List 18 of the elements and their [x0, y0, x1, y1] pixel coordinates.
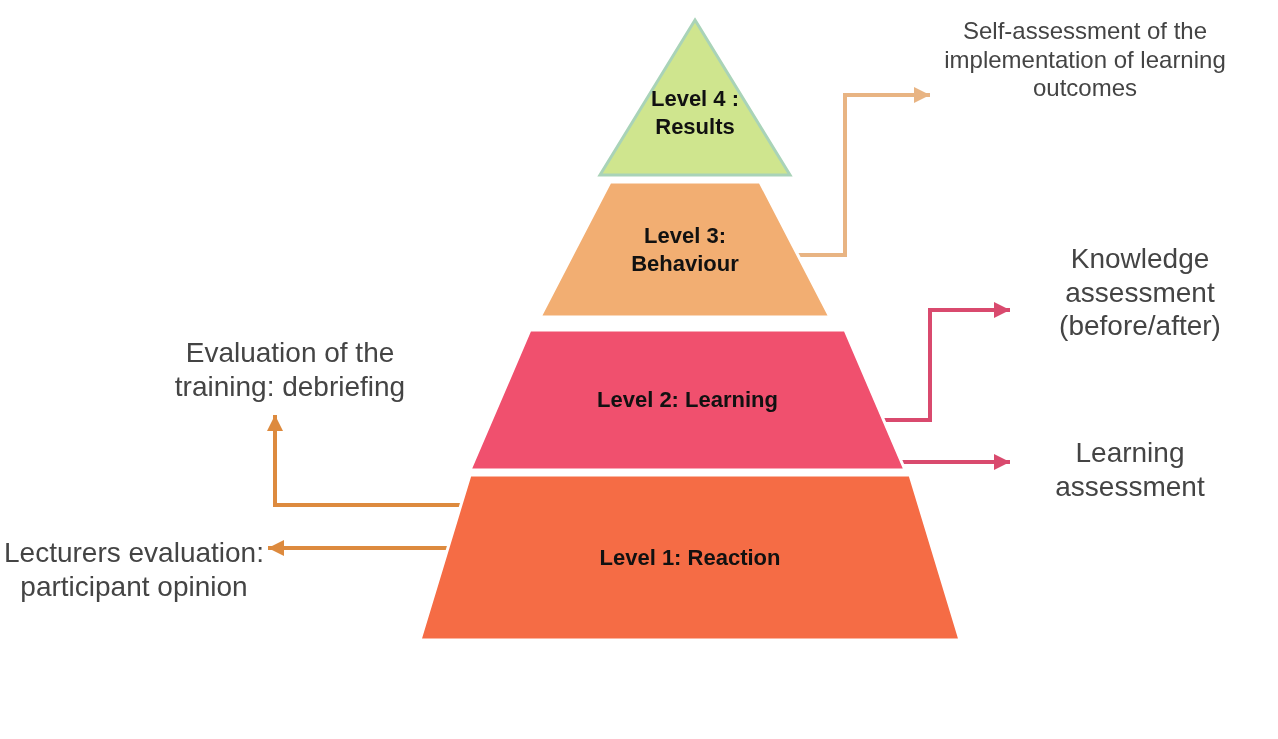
annotation-text: Lecturers evaluation: participant opinion [3, 536, 265, 604]
pyramid-level [540, 182, 830, 317]
level-label: Level 4 : Results [649, 85, 740, 140]
annotation-text: Evaluation of the training: debriefing [173, 336, 407, 404]
annotation-text: Learning assessment [1054, 436, 1206, 504]
arrow [268, 540, 448, 556]
level-label: Level 1: Reaction [599, 543, 781, 572]
arrow [901, 454, 1010, 470]
annotation-text: Self-assessment of the implementation of learning outcomes [943, 16, 1227, 104]
annotation-text: Knowledge assessment (before/after) [1058, 242, 1222, 343]
arrow [797, 87, 930, 257]
pyramid-level [600, 20, 790, 175]
level-label: Level 3: Behaviour [630, 222, 740, 277]
pyramid-level [470, 330, 905, 470]
arrow [267, 415, 461, 507]
arrow [883, 302, 1010, 422]
level-label: Level 2: Learning [597, 386, 778, 414]
pyramid-level [420, 475, 960, 640]
